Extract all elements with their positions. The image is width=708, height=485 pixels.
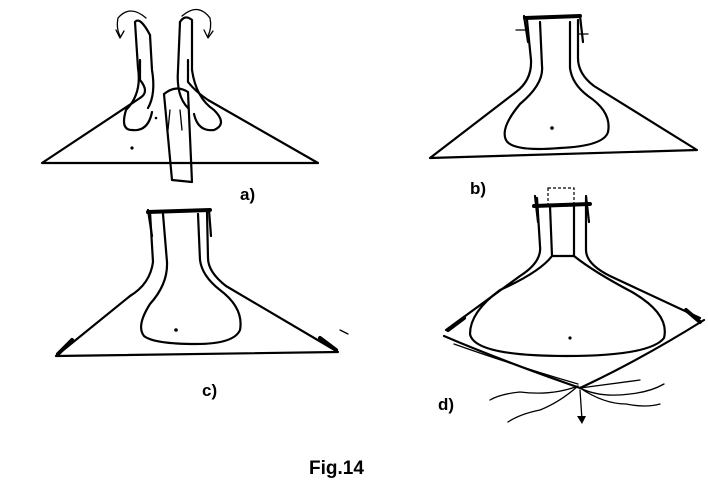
panel-a-drawing (42, 9, 318, 182)
panel-c-label: c) (202, 381, 217, 400)
panel-c-bulb (141, 214, 240, 344)
panel-c-top-band (148, 210, 210, 212)
panel-d-bottom-clip-left (448, 318, 464, 330)
panel-d-down-arrow-head (577, 416, 586, 424)
panel-d-bulb (470, 256, 665, 356)
panel-c-sheet (56, 212, 338, 356)
panel-a-left-tube (124, 21, 152, 131)
panel-c-drawing (56, 210, 348, 356)
panel-c-clip-right (209, 210, 211, 236)
panel-d-band (534, 204, 590, 206)
panel-b-top-band (525, 16, 580, 18)
panel-a-insert-tube (164, 88, 192, 182)
panel-a-dot (130, 146, 133, 149)
panel-a-right-tube (180, 17, 221, 130)
panel-a-arrow-left-head (116, 30, 124, 38)
panel-c-tick (340, 330, 348, 334)
panel-b-sheet (430, 20, 697, 158)
panel-b-label: b) (470, 179, 486, 198)
panel-c-dot (174, 328, 178, 332)
panel-a-dot (155, 117, 158, 120)
panel-a-left-tube-inner (148, 35, 153, 108)
panel-a-insert-tube-hatch (168, 110, 182, 130)
panel-a-label: a) (240, 185, 255, 204)
figure-caption: Fig.14 (309, 458, 364, 479)
panel-a-right-tube-inner (178, 22, 188, 108)
panel-d-neck-inner (550, 206, 574, 256)
panel-d-crack-lines (490, 380, 664, 422)
panel-c-bottom-clip-left (58, 340, 72, 354)
panel-b-clip-right (580, 16, 583, 42)
panel-d-dot (568, 336, 571, 339)
panel-b-drawing (430, 16, 697, 158)
panel-b-dot (550, 126, 554, 130)
panel-d-label: d) (438, 395, 454, 414)
panel-a-arrow-right (182, 9, 211, 36)
panel-d-down-arrow (580, 390, 582, 420)
panel-d-neck (446, 198, 540, 330)
panel-d-drawing (444, 188, 704, 424)
